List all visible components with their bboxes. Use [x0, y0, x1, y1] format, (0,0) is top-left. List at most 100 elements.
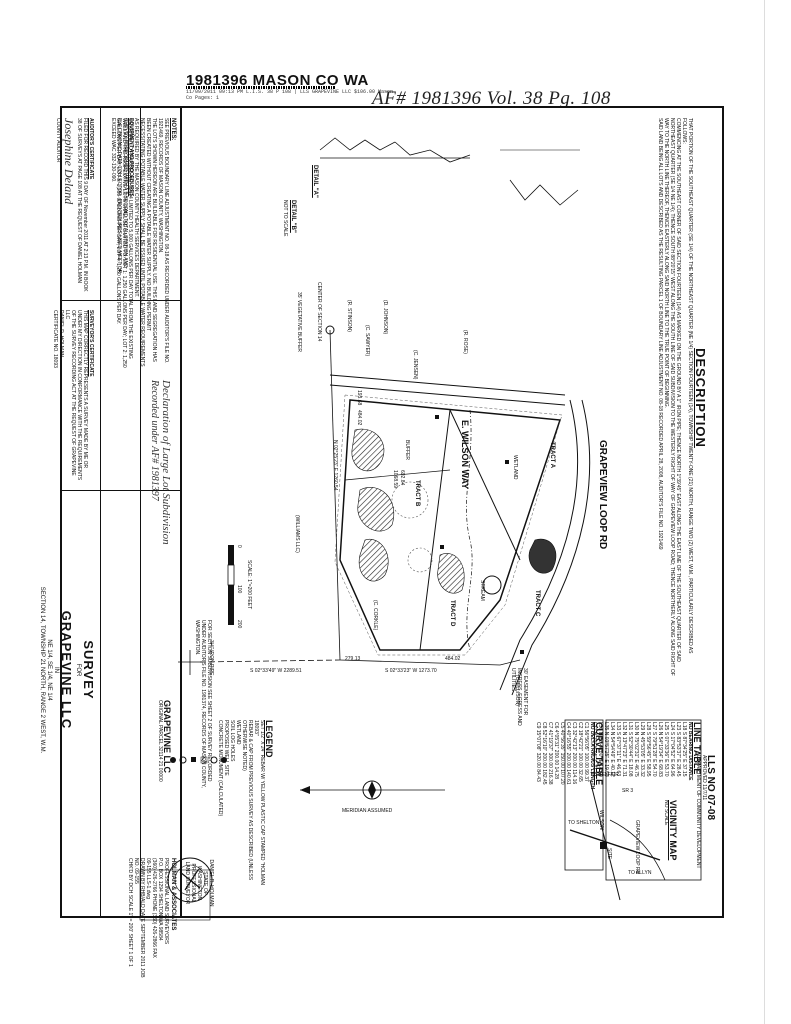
owner-label: (C. CORKLE)	[372, 600, 378, 631]
detail-a-title: DETAIL "A"	[312, 165, 318, 198]
lls-block: LLS NO 07-08 APPROVED 11/7/11 DEPARTMENT…	[695, 755, 716, 905]
tract-divider	[419, 409, 451, 651]
distance-label: 1068.59	[392, 470, 398, 489]
section-center-marker	[325, 325, 335, 335]
line-table-row: L32 N 13°47'23" E 71.31	[621, 722, 627, 777]
buffer-circle	[407, 547, 433, 573]
seal-name: DANIEL R. HOLMAN	[208, 859, 214, 907]
vicinity-to-belfair: TO BELFAIR	[590, 772, 619, 778]
line-table-row: L36 N 82°46'00" E 18.60	[597, 722, 603, 777]
divider-line	[140, 106, 141, 918]
line-table-row: L31 S 52°30'44" E 18.08	[627, 722, 633, 777]
legend-title: LEGEND	[264, 720, 274, 758]
seal-state: STATE OF WASHINGTON	[196, 865, 208, 901]
drawn-value: RHB/ALD	[139, 886, 145, 908]
legend-item: PROPOSED WELL SITE	[223, 720, 229, 776]
wetland-label: WETLAND	[512, 455, 518, 480]
road-edge	[499, 399, 579, 691]
vicinity-map-title-block: VICINITY MAP NO SCALE	[663, 800, 678, 920]
legend-block: LEGEND SET 1/2" X 24" REBAR W/ YELLOW PL…	[217, 720, 274, 890]
vicinity-road-sr3: SR 3	[622, 788, 634, 794]
distance-label: 279.13	[345, 656, 361, 662]
sheet-value: 1 OF 1	[127, 951, 133, 967]
lls-approved: APPROVED 11/7/11	[701, 755, 707, 801]
section-center-label: CENTER OF SECTION 14	[316, 282, 322, 342]
line-table-row: L33 S 67°37'11" E 46.63	[615, 722, 621, 777]
pipe-note: 3/4" IRON PIPE	[208, 640, 214, 676]
lls-approved-by: DEPARTMENT OF COMMUNITY DEVELOPMENT	[695, 755, 701, 869]
buffer-circle	[391, 481, 429, 519]
seal-text: DANIEL R. HOLMAN STATE OF WASHINGTON PRO…	[184, 858, 214, 908]
curve-table-frame	[564, 719, 604, 871]
line-table-row: L27 S 79°51'28" E 54.70	[651, 722, 657, 777]
road-edge	[329, 374, 566, 396]
owner-label: (R. ROSE)	[462, 330, 468, 354]
wetland-area	[358, 538, 389, 582]
curve-table-row: C6 4°05'31" 200.00 14.28	[553, 722, 559, 779]
road-label-e-wilson: E. WILSON WAY	[460, 420, 470, 490]
divider-line	[60, 300, 180, 301]
iron-pipe-marker	[178, 650, 202, 675]
curve-table-row: C4 40°16'55" 200.00 140.61	[565, 722, 571, 785]
well-circle	[482, 575, 502, 595]
wetland-area	[528, 538, 557, 574]
distance-label: 692.84	[399, 470, 405, 486]
vicinity-to-shelton: TO SHELTON	[568, 820, 600, 826]
road-edge	[511, 399, 591, 696]
curve-table-row: C8 52°16'10" 200.00 182.45	[541, 722, 547, 785]
scale-label: SCALE: 1"=200 FEET	[246, 560, 252, 610]
curve-table-row: C3 32°42'13" 200.00 114.16	[571, 722, 577, 785]
legend-symbols	[170, 756, 227, 764]
tract-label-b: TRACT B	[414, 480, 420, 507]
recording-barcode	[186, 86, 336, 89]
detail-b-lines	[509, 179, 579, 206]
firm-block: HOLMAN & ASSOCIATES PROFESSIONAL LAND SU…	[127, 858, 176, 983]
scale-tick: 200	[236, 620, 242, 629]
owner-label: (C. ELLISON)	[514, 675, 520, 706]
owner-label: (WILLIAMS LLC)	[294, 515, 300, 553]
owner-label: (C. JENSEN)	[412, 350, 418, 380]
detail-b-title: DETAIL "B"	[290, 200, 296, 233]
job-value: 09-155	[133, 868, 139, 884]
date-value: SEPTEMBER 2011	[139, 923, 145, 967]
owner-label: (D. JOHNSON)	[382, 300, 388, 335]
vicinity-road-grapeview: GRAPEVIEW LOOP RD	[634, 820, 640, 875]
legend-item: SOIL LOG HOLES	[229, 720, 235, 762]
detail-a-lines	[394, 141, 471, 163]
section-line	[329, 329, 341, 661]
wetland-area	[437, 553, 465, 594]
owner-label: (R. STINSON)	[346, 300, 352, 332]
legend-item: REBAR & CAP FROM PREVIOUS SURVEY AS DESC…	[241, 720, 253, 881]
vegetative-buffer-note: 35' VEGETATIVE BUFFER	[296, 292, 302, 352]
monument-marker	[520, 650, 524, 654]
drawn-label: DRAWN BY	[139, 858, 145, 885]
lls-number: LLS NO 07-08	[705, 755, 716, 821]
scale-label-cell: SCALE	[127, 894, 133, 912]
firm-block-frame	[139, 869, 211, 921]
handwritten-reference: AF# 1981396 Vol. 38 Pg. 108	[372, 88, 611, 109]
curve-table-row: C7 41°19'37" 300.00 216.38	[547, 722, 553, 785]
road-edge	[329, 384, 566, 406]
distance-label: 193.68	[356, 390, 362, 406]
vicinity-road-wilson: WILSON	[598, 810, 604, 830]
recording-sub: 11/09/2011 09:13 PM L.I.S. 38 P 108 | LL…	[186, 89, 394, 101]
vicinity-site: SITE	[606, 848, 612, 860]
scale-value: 1" = 200'	[127, 912, 133, 933]
survey-sheet	[60, 106, 724, 918]
scale-tick: 0	[236, 545, 242, 548]
parcel-boundary	[339, 399, 562, 651]
curve-table-row: C2 18°42'21" 100.00 32.65	[577, 722, 583, 782]
firm-sub: PROFESSIONAL LAND SURVEYORS	[163, 858, 169, 945]
owner-address: ORIGINAL PARCEL 32114 21 00000	[157, 700, 163, 782]
monument-marker	[505, 460, 509, 464]
section-line	[499, 659, 521, 666]
bearing-label: N 02°25'23" E 1260.54	[332, 440, 338, 491]
distance-label: 484.02	[445, 656, 461, 662]
stream-label: STREAM	[479, 580, 485, 601]
surveyor-seal	[167, 857, 213, 903]
buffer-label: BUFFER	[404, 440, 410, 460]
stream-line	[466, 409, 473, 651]
curve-table-row: C5 40°56'35" 150.00 107.20	[559, 722, 565, 785]
firm-name: HOLMAN & ASSOCIATES	[170, 858, 176, 931]
checked-value: DCH	[127, 882, 133, 894]
